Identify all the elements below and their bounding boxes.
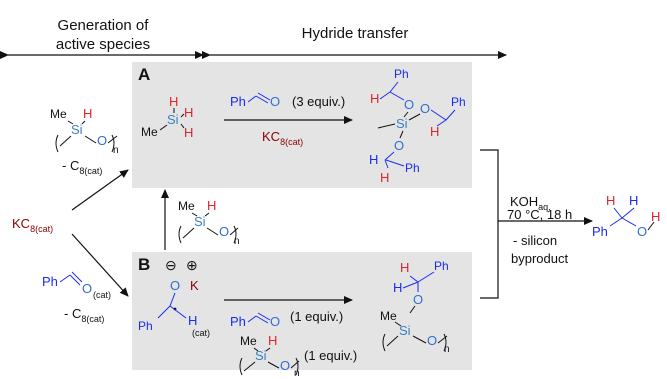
panel-b-label: B — [138, 255, 150, 274]
svg-text:Ph: Ph — [394, 67, 409, 81]
minus-c8-bottom: - C8(cat) — [64, 306, 104, 324]
svg-text:O: O — [413, 292, 423, 307]
svg-text:H: H — [430, 124, 439, 139]
svg-text:O: O — [280, 358, 290, 373]
svg-text:Ph: Ph — [592, 224, 608, 239]
svg-text:(cat): (cat) — [93, 290, 111, 300]
svg-text:O: O — [637, 224, 647, 239]
pmhs-polymer-b: Me H Si O n — [239, 333, 300, 379]
svg-text:H: H — [400, 260, 409, 275]
benzyl-alcohol: H H Ph O H — [592, 193, 660, 239]
pmhs-polymer-middle: Me H Si O n — [178, 198, 240, 247]
svg-text:H: H — [268, 333, 277, 348]
arrow-kc8-to-a — [71, 169, 129, 211]
svg-text:Si: Si — [194, 214, 206, 229]
svg-text:H: H — [380, 170, 389, 185]
svg-text:O: O — [270, 94, 280, 109]
svg-text:n: n — [113, 145, 119, 156]
reagent-equiv-b: (1 equiv.) — [290, 309, 343, 324]
svg-text:H: H — [184, 105, 193, 120]
svg-text:H: H — [184, 125, 193, 140]
svg-text:H: H — [169, 94, 178, 109]
header-hydride-transfer: Hydride transfer — [302, 25, 409, 42]
svg-text:O: O — [270, 314, 280, 329]
svg-text:n: n — [234, 236, 240, 247]
svg-text:Si: Si — [167, 112, 179, 127]
svg-text:Ph: Ph — [230, 314, 246, 329]
svg-text:H: H — [370, 91, 379, 106]
svg-text:Me: Me — [240, 334, 257, 348]
svg-text:H: H — [651, 209, 660, 224]
pmhs-polymer-left: Me H Si O n — [50, 106, 119, 156]
svg-text:Si: Si — [71, 122, 83, 137]
svg-text:Si: Si — [399, 323, 411, 338]
svg-text:Ph: Ph — [138, 319, 153, 333]
byproduct-line2: byproduct — [511, 251, 568, 266]
benzaldehyde-b: Ph O — [230, 312, 280, 329]
merge-bracket — [480, 149, 499, 299]
svg-text:H: H — [606, 193, 615, 208]
svg-text:O: O — [404, 97, 414, 112]
svg-text:Me: Me — [50, 107, 67, 121]
conditions-temp-time: 70 °C, 18 h — [507, 207, 572, 222]
svg-text:Ph: Ph — [434, 259, 449, 273]
svg-text:H: H — [629, 193, 638, 208]
panel-b-background — [132, 252, 472, 370]
arrow-kc8-to-b — [71, 233, 129, 297]
svg-text:Ph: Ph — [451, 95, 466, 109]
svg-text:H: H — [393, 280, 402, 295]
svg-text:(cat): (cat) — [192, 328, 210, 338]
kc8-catalyst: KC8(cat) — [12, 216, 53, 234]
panel-a-label: A — [138, 65, 150, 84]
benzyloxy-siloxane-polymer: H Ph H O Me Si O n — [380, 259, 450, 355]
svg-text:H: H — [188, 313, 197, 328]
svg-text:O: O — [170, 278, 180, 293]
minus-c8-top: - C8(cat) — [62, 158, 102, 176]
svg-text:Me: Me — [380, 309, 397, 323]
svg-text:Ph: Ph — [230, 94, 246, 109]
svg-text:K: K — [190, 278, 199, 293]
benzaldehyde-a: Ph O — [230, 92, 280, 109]
benzaldehyde-left: Ph O (cat) — [42, 271, 111, 300]
header-generation-line1: Generation of — [58, 17, 150, 34]
tris-benzyloxy-silane: Ph H O Si O H Ph O H H Ph — [369, 67, 466, 185]
silane-equiv-b: (1 equiv.) — [304, 348, 357, 363]
panel-a-background — [132, 62, 472, 188]
header-generation-line2: active species — [56, 36, 150, 53]
svg-text:⊖: ⊖ — [165, 257, 177, 273]
svg-text:O: O — [427, 333, 437, 348]
svg-text:⊕: ⊕ — [186, 257, 198, 273]
svg-text:Me: Me — [178, 199, 195, 213]
svg-text:n: n — [444, 344, 450, 355]
svg-text:O: O — [82, 281, 92, 296]
svg-text:H: H — [207, 198, 216, 213]
svg-text:Ph: Ph — [405, 161, 420, 175]
alkoxide-radical-anion: ⊖ ⊕ O K Ph H (cat) — [138, 257, 210, 338]
svg-text:H: H — [369, 152, 378, 167]
reagent-equiv-a: (3 equiv.) — [292, 94, 345, 109]
methylsilane: H Si H H Me — [141, 94, 193, 140]
svg-text:Si: Si — [255, 348, 267, 363]
svg-text:Ph: Ph — [42, 274, 58, 289]
svg-text:Me: Me — [141, 125, 158, 139]
svg-text:O: O — [219, 224, 229, 239]
catalyst-a: KC8(cat) — [262, 129, 303, 147]
svg-text:O: O — [394, 138, 404, 153]
svg-text:O: O — [420, 101, 430, 116]
koh-aq: KOHaq. — [510, 194, 551, 212]
svg-text:Si: Si — [396, 116, 408, 131]
svg-text:O: O — [97, 133, 107, 148]
byproduct-line1: - silicon — [513, 233, 557, 248]
svg-text:H: H — [83, 106, 92, 121]
